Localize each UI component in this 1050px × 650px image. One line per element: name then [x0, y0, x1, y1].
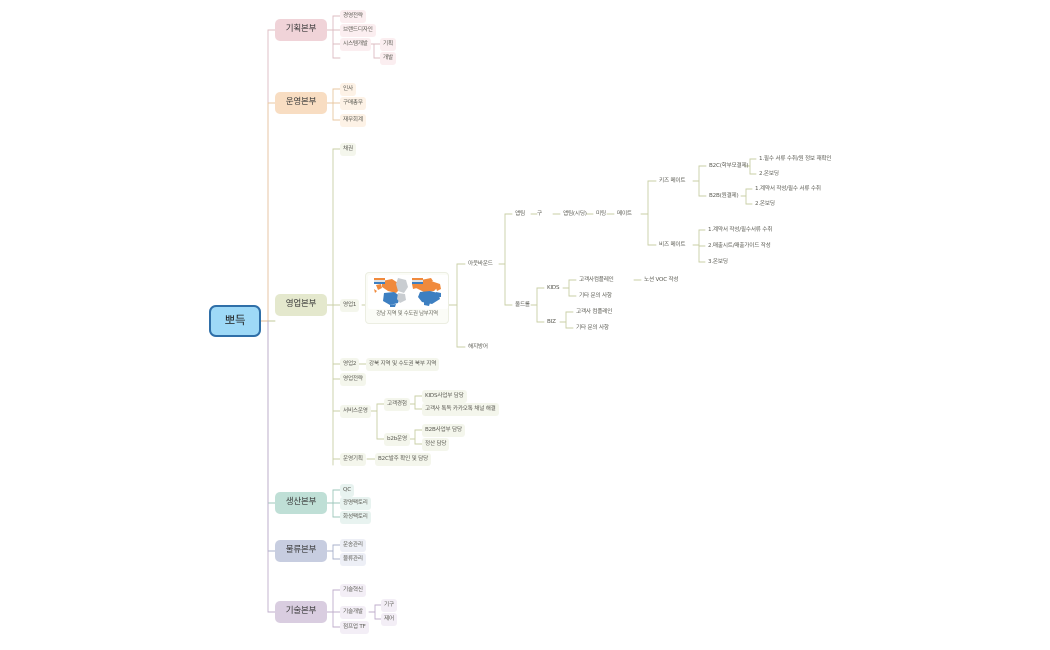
leaf-node[interactable]: 정산 담당 — [422, 438, 450, 451]
leaf-node[interactable]: 채권 — [340, 143, 356, 156]
leaf-node[interactable]: 서비스운영 — [340, 405, 371, 418]
leaf-node-biz-mate[interactable]: 비즈 메이트 — [659, 242, 686, 249]
leaf-node[interactable]: QC — [340, 484, 354, 497]
branch-node-sales[interactable]: 영업본부 — [275, 294, 327, 316]
leaf-node[interactable]: 영업전략 — [340, 373, 366, 386]
leaf-node[interactable]: 인사 — [340, 83, 356, 96]
leaf-node[interactable]: B2B사업부 담당 — [422, 424, 465, 437]
leaf-node[interactable]: 운송관리 — [340, 539, 366, 552]
leaf-node[interactable]: 기술혁신 — [340, 584, 366, 597]
leaf-node[interactable]: 운영기획 — [340, 453, 366, 466]
leaf-node-biz[interactable]: BIZ — [547, 319, 556, 326]
leaf-node-sales2-region[interactable]: 강북 지역 및 수도권 북부 지역 — [366, 358, 440, 371]
leaf-node-cx[interactable]: 고객경험 — [384, 398, 410, 411]
leaf-node[interactable]: 광명팩토리 — [340, 497, 371, 510]
leaf-node-b2b[interactable]: B2B(원결제) — [709, 193, 739, 200]
leaf-node-app-seeding[interactable]: 앱팀(시딩) — [563, 211, 587, 218]
branch-node-production[interactable]: 생산본부 — [275, 492, 327, 514]
leaf-node-b2b-ops[interactable]: b2b운영 — [384, 433, 410, 446]
leaf-node[interactable]: 기획 — [380, 38, 396, 51]
leaf-node[interactable]: 개발 — [380, 52, 396, 65]
leaf-node[interactable]: KIDS사업부 담당 — [422, 390, 467, 403]
leaf-node[interactable]: 물류관리 — [340, 553, 366, 566]
leaf-node-app-team-suffix[interactable]: 구 — [537, 211, 542, 218]
leaf-node[interactable]: 구매총무 — [340, 97, 366, 110]
leaf-node[interactable]: 2.매출시트/매출가이드 작성 — [708, 243, 771, 250]
leaf-node[interactable]: 영업2 — [340, 358, 360, 371]
leaf-node[interactable]: 1.계약서 작성/필수서류 수취 — [708, 227, 773, 234]
leaf-node[interactable]: 고객사 톡독 카카오톡 채널 해결 — [422, 403, 499, 416]
sales1-image-caption: 강남 지역 및 수도권 남부지역 — [376, 311, 438, 317]
leaf-node[interactable]: 브랜드디자인 — [340, 24, 376, 37]
sales1-image-card[interactable]: 강남 지역 및 수도권 남부지역 — [365, 272, 449, 324]
leaf-node[interactable]: 기술개발 — [340, 606, 366, 619]
leaf-node[interactable]: 제어 — [381, 613, 397, 626]
leaf-node-meeting[interactable]: 미팅 — [596, 211, 606, 218]
leaf-node[interactable]: 시스템개발 — [340, 38, 371, 51]
leaf-node-outbound[interactable]: 아웃바운드 — [468, 261, 493, 268]
leaf-node[interactable]: 화성팩토리 — [340, 511, 371, 524]
leaf-node-oldroll[interactable]: 올드롤 — [515, 302, 530, 309]
leaf-node-kids-voc[interactable]: 노션 VOC 작성 — [644, 277, 679, 284]
leaf-node[interactable]: 기타 문의 사항 — [579, 293, 612, 300]
leaf-node[interactable]: 고객사컴플레인 — [579, 277, 614, 284]
leaf-node[interactable]: 1.필수 서류 수취/원 정보 재확인 — [759, 156, 832, 163]
branch-node-planning[interactable]: 기획본부 — [275, 19, 327, 41]
branch-node-operations[interactable]: 운영본부 — [275, 92, 327, 114]
leaf-node[interactable]: 기타 문의 사항 — [576, 325, 609, 332]
leaf-node-kids[interactable]: KIDS — [547, 285, 560, 292]
leaf-node[interactable]: 재무회계 — [340, 114, 366, 127]
leaf-node-ops-plan-item[interactable]: B2C발주 확인 및 담당 — [375, 453, 432, 466]
leaf-node[interactable]: 2.온보딩 — [755, 201, 775, 208]
leaf-node[interactable]: 3.온보딩 — [708, 259, 728, 266]
leaf-node[interactable]: 기구 — [381, 599, 397, 612]
leaf-node-retention[interactable]: 해지방어 — [468, 344, 488, 351]
leaf-node[interactable]: 1.계약서 작성/필수 서류 수취 — [755, 186, 821, 193]
leaf-node[interactable]: 경영전략 — [340, 10, 366, 23]
leaf-node[interactable]: 점프업 TF — [340, 621, 369, 634]
branch-node-technology[interactable]: 기술본부 — [275, 601, 327, 623]
leaf-node-app-team[interactable]: 앱팀 — [515, 211, 525, 218]
root-node[interactable]: 뽀득 — [209, 305, 261, 337]
leaf-node[interactable]: 고객사 컴플레인 — [576, 309, 613, 316]
leaf-node[interactable]: 2.온보딩 — [759, 171, 779, 178]
leaf-node-mate[interactable]: 메이트 — [617, 211, 632, 218]
region-map-image — [368, 275, 448, 309]
leaf-node-b2c[interactable]: B2C(학부모결제) — [709, 163, 749, 170]
leaf-node-kids-mate[interactable]: 키즈 메이트 — [659, 178, 686, 185]
branch-node-logistics[interactable]: 물류본부 — [275, 540, 327, 562]
leaf-node[interactable]: 영업1 — [340, 299, 360, 312]
